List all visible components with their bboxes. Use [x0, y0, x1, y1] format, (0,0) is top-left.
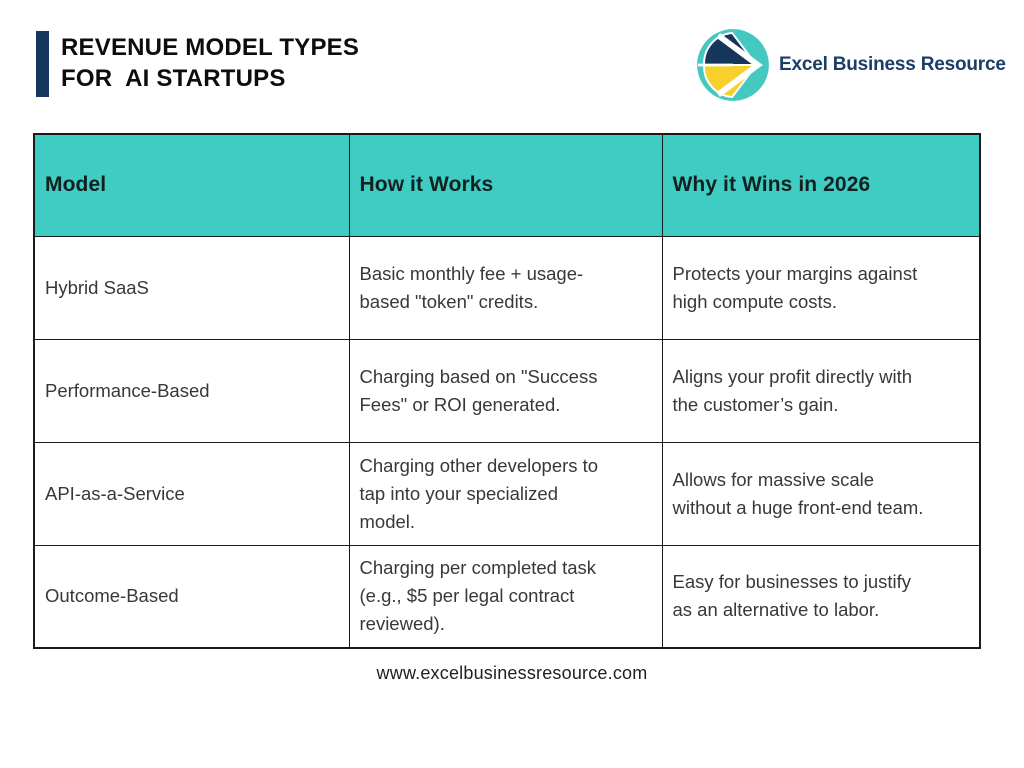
cell-model: Outcome-Based [33, 544, 350, 649]
cell-model: API-as-a-Service [33, 441, 350, 546]
cell-how-it-works: Charging other developers to tap into yo… [348, 441, 663, 546]
footer-url: www.excelbusinessresource.com [376, 663, 648, 683]
brand-logo: Excel Business Resource [694, 26, 1006, 104]
cell-how-it-works: Basic monthly fee + usage- based "token"… [348, 235, 663, 340]
revenue-model-table: Model How it Works Why it Wins in 2026 H… [33, 133, 981, 649]
column-header-why-it-wins: Why it Wins in 2026 [661, 133, 981, 237]
page-title: REVENUE MODEL TYPES FOR AI STARTUPS [61, 34, 360, 92]
column-header-how-it-works: How it Works [348, 133, 663, 237]
cell-how-it-works: Charging per completed task (e.g., $5 pe… [348, 544, 663, 649]
cell-why-it-wins: Protects your margins against high compu… [661, 235, 981, 340]
excel-business-resource-logo-icon [697, 29, 769, 101]
table-row: API-as-a-Service Charging other develope… [33, 441, 981, 546]
table-row: Performance-Based Charging based on "Suc… [33, 338, 981, 443]
table-header-row: Model How it Works Why it Wins in 2026 [33, 133, 981, 237]
title-accent-bar [36, 31, 49, 97]
brand-name: Excel Business Resource [779, 54, 1006, 75]
cell-why-it-wins: Aligns your profit directly with the cus… [661, 338, 981, 443]
cell-why-it-wins: Allows for massive scale without a huge … [661, 441, 981, 546]
table-row: Hybrid SaaS Basic monthly fee + usage- b… [33, 235, 981, 340]
page-header: REVENUE MODEL TYPES FOR AI STARTUPS Exce… [0, 0, 1024, 133]
cell-model: Performance-Based [33, 338, 350, 443]
column-header-model: Model [33, 133, 350, 237]
table-row: Outcome-Based Charging per completed tas… [33, 544, 981, 649]
cell-how-it-works: Charging based on "Success Fees" or ROI … [348, 338, 663, 443]
cell-why-it-wins: Easy for businesses to justify as an alt… [661, 544, 981, 649]
cell-model: Hybrid SaaS [33, 235, 350, 340]
